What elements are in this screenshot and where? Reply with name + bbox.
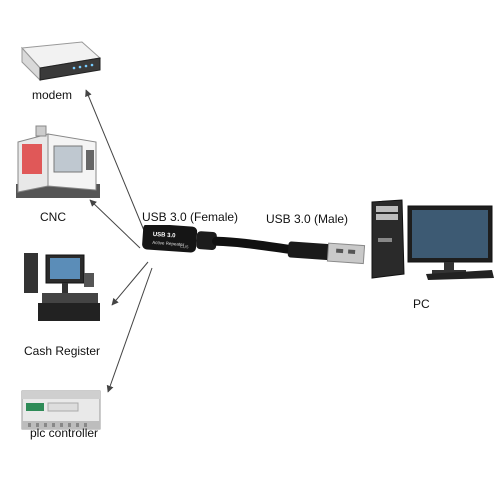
pc-label: PC bbox=[413, 297, 430, 311]
modem-label: modem bbox=[32, 88, 73, 102]
module-text-usb: USB 3.0 bbox=[153, 232, 177, 240]
cnc-label: CNC bbox=[40, 210, 66, 224]
plc-controller-image bbox=[20, 385, 102, 433]
arrow-to-modem bbox=[85, 89, 151, 246]
modem-image bbox=[14, 38, 104, 83]
cash-register-image bbox=[14, 245, 104, 325]
module-text-brand: CUS bbox=[180, 244, 189, 250]
female-connector-label: USB 3.0 (Female) bbox=[142, 210, 239, 224]
cash-register-label: Cash Register bbox=[24, 344, 101, 358]
plc-label: plc controller bbox=[30, 426, 99, 440]
module-text-repeater: Active Repeater bbox=[152, 240, 185, 247]
arrow-to-cnc bbox=[89, 199, 141, 249]
pc-image bbox=[366, 198, 496, 280]
usb-repeater-cable: USB 3.0 Active Repeater CUS bbox=[140, 225, 370, 275]
arrow-to-plc bbox=[106, 267, 153, 393]
arrow-to-cash-register bbox=[111, 261, 149, 306]
cnc-machine-image bbox=[12, 122, 102, 202]
male-connector-label: USB 3.0 (Male) bbox=[266, 212, 349, 226]
